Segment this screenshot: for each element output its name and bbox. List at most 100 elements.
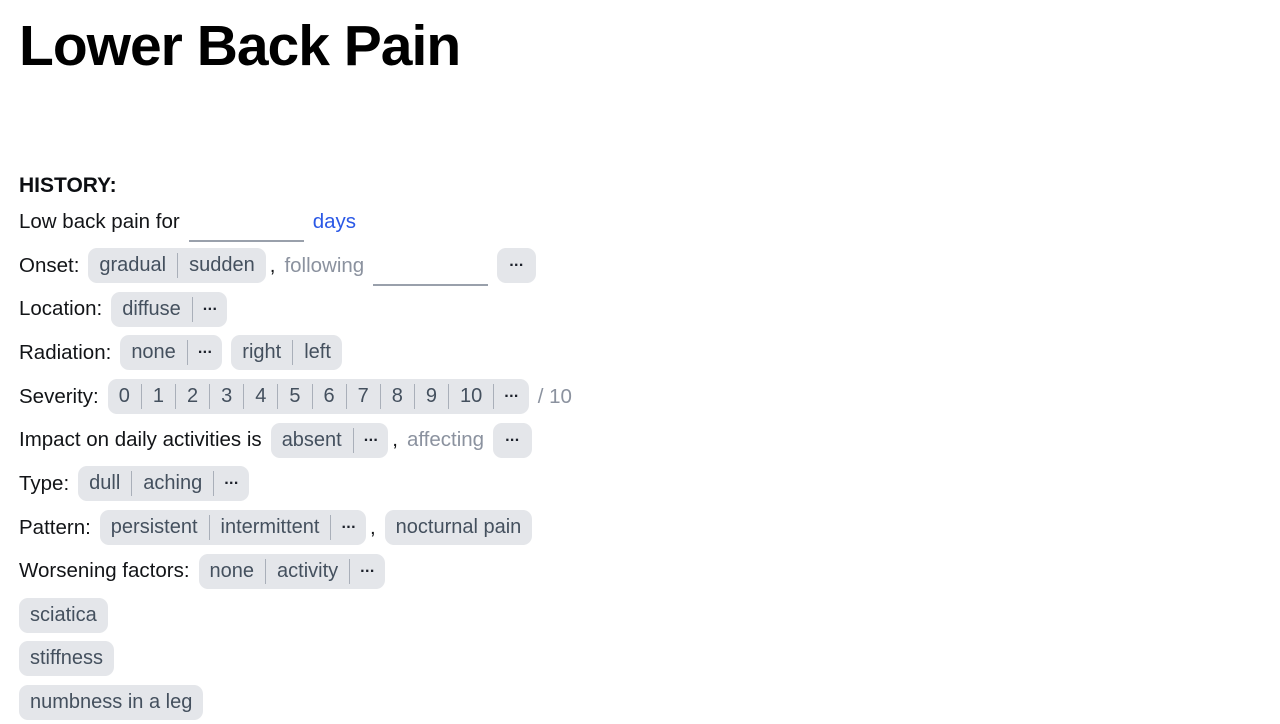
location-option-chip: diffuse ··· [111,291,228,327]
more-options-icon[interactable]: ··· [509,257,524,275]
history-section-heading: HISTORY: [19,174,117,197]
option-stiffness[interactable]: stiffness [30,647,103,670]
impact-prefix: Impact on daily activities is [19,428,262,452]
impact-more-chip[interactable]: ··· [493,422,532,458]
comma: , [392,428,398,452]
radiation-label: Radiation: [19,340,112,364]
severity-label: Severity: [19,384,99,408]
worsening-option-chip: none activity ··· [198,553,385,589]
option-aching[interactable]: aching [143,472,203,495]
option-intermittent[interactable]: intermittent [220,516,320,539]
more-options-icon[interactable]: ··· [360,562,375,580]
chip-divider [131,471,133,497]
option-right[interactable]: right [242,341,282,364]
type-row: Type: dull aching ··· [19,462,1280,506]
chip-divider [177,253,179,279]
stiffness-row: stiffness [19,637,1280,681]
option-9[interactable]: 9 [425,385,437,408]
type-option-chip: dull aching ··· [78,466,249,502]
chip-divider [413,384,415,410]
radiation-side-chip: right left [231,335,342,371]
numbness-row: numbness in a leg [19,681,1280,724]
comma: , [369,515,376,539]
numbness-chip[interactable]: numbness in a leg [19,684,204,720]
more-options-icon[interactable]: ··· [341,519,356,537]
option-10[interactable]: 10 [460,385,483,408]
more-options-icon[interactable]: ··· [202,300,218,318]
option-3[interactable]: 3 [221,385,233,408]
option-numbness-in-a-leg[interactable]: numbness in a leg [30,690,193,713]
pattern-label: Pattern: [19,515,91,539]
option-left[interactable]: left [304,341,331,364]
chip-divider [140,384,142,410]
chip-divider [209,384,211,410]
duration-row: Low back pain for days [19,200,1280,244]
option-4[interactable]: 4 [255,385,267,408]
option-absent[interactable]: absent [281,428,342,451]
nocturnal-pain-chip[interactable]: nocturnal pain [384,510,533,546]
onset-option-chip: gradual sudden [88,248,266,284]
option-sudden[interactable]: sudden [189,254,255,277]
stiffness-chip[interactable]: stiffness [19,641,114,677]
onset-following-blank-input[interactable] [373,260,489,286]
pattern-row: Pattern: persistent intermittent ··· , n… [19,506,1280,550]
option-diffuse[interactable]: diffuse [122,297,181,320]
option-nocturnal-pain[interactable]: nocturnal pain [395,516,522,539]
more-options-icon[interactable]: ··· [197,344,213,362]
option-sciatica[interactable]: sciatica [30,603,97,626]
impact-option-chip: absent ··· [270,422,389,458]
severity-row: Severity: 0 1 2 3 4 5 6 7 8 9 10 ··· [19,375,1280,419]
option-1[interactable]: 1 [152,385,164,408]
worsening-row: Worsening factors: none activity ··· [19,550,1280,594]
location-row: Location: diffuse ··· [19,287,1280,331]
severity-scale-suffix: / 10 [537,384,572,408]
option-persistent[interactable]: persistent [110,516,198,539]
option-activity[interactable]: activity [277,559,339,582]
sciatica-chip[interactable]: sciatica [19,597,108,633]
option-7[interactable]: 7 [357,385,369,408]
more-options-icon[interactable]: ··· [505,431,520,449]
chip-divider [311,384,313,410]
option-gradual[interactable]: gradual [99,254,167,277]
more-options-icon[interactable]: ··· [363,431,379,449]
option-6[interactable]: 6 [323,385,335,408]
chip-divider [208,515,210,541]
onset-more-chip[interactable]: ··· [497,248,536,284]
onset-following-label[interactable]: following [284,253,365,277]
option-2[interactable]: 2 [187,385,199,408]
pattern-option-chip: persistent intermittent ··· [99,510,366,546]
onset-label: Onset: [19,253,80,277]
more-options-icon[interactable]: ··· [504,388,519,406]
impact-affecting-label[interactable]: affecting [406,428,485,452]
option-none[interactable]: none [131,341,176,364]
chip-divider [213,471,215,497]
chip-divider [330,515,332,541]
chip-divider [277,384,279,410]
option-none[interactable]: none [209,559,255,582]
comma: , [269,253,276,277]
chip-divider [243,384,245,410]
onset-row: Onset: gradual sudden , following ··· [19,244,1280,288]
radiation-option-chip: none ··· [120,335,223,371]
more-options-icon[interactable]: ··· [224,475,239,493]
option-0[interactable]: 0 [118,385,130,408]
chip-divider [191,296,193,322]
page-title: Lower Back Pain [19,14,461,78]
chip-divider [352,427,354,453]
sciatica-row: sciatica [19,593,1280,637]
duration-unit-link[interactable]: days [312,209,356,233]
location-label: Location: [19,297,103,321]
chip-divider [292,340,294,366]
option-dull[interactable]: dull [89,472,121,495]
chip-divider [448,384,449,410]
worsening-label: Worsening factors: [19,559,190,583]
option-8[interactable]: 8 [391,385,403,408]
chip-divider [186,340,188,366]
option-5[interactable]: 5 [289,385,301,408]
radiation-row: Radiation: none ··· right left [19,331,1280,375]
duration-blank-input[interactable] [188,216,304,242]
chip-divider [379,384,381,410]
severity-scale-chip: 0 1 2 3 4 5 6 7 8 9 10 ··· [107,379,529,415]
chip-divider [345,384,347,410]
